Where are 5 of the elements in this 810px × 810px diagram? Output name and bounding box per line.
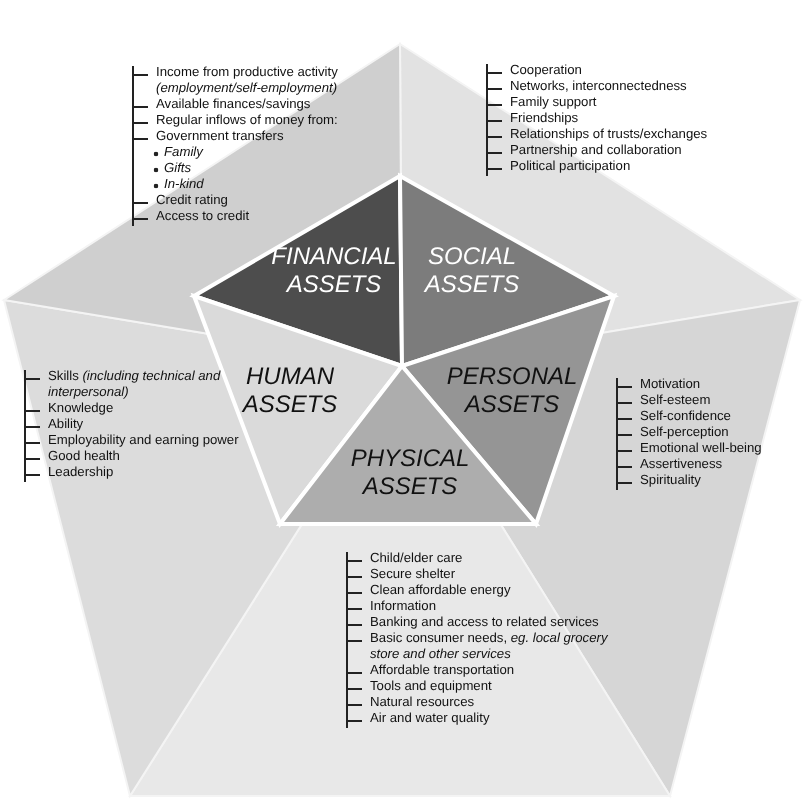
segment-label: PERSONAL ASSETS xyxy=(444,362,580,418)
segment-label: PHYSICAL ASSETS xyxy=(348,444,472,500)
segment-label: SOCIAL ASSETS xyxy=(422,242,522,298)
segment-label: FINANCIAL ASSETS xyxy=(269,242,399,298)
segment-label: HUMAN ASSETS xyxy=(240,362,340,418)
